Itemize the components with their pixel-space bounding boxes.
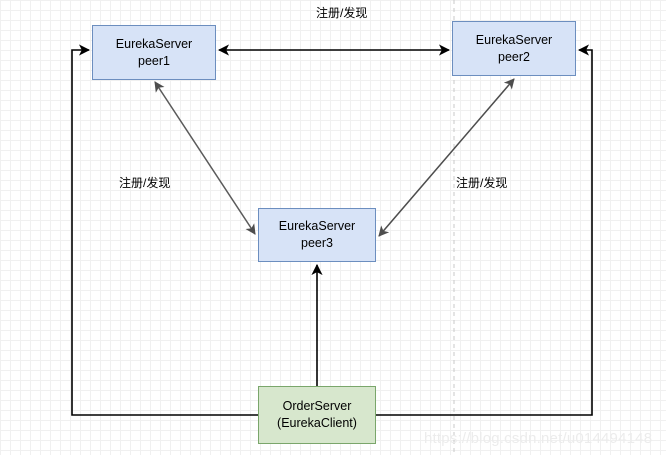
- edge-label-top: 注册/发现: [316, 6, 368, 20]
- edge-peer1-peer3: [154, 81, 256, 235]
- edge-orderserver-peer2: [376, 44, 593, 416]
- node-order-server[interactable]: OrderServer (EurekaClient): [258, 386, 376, 444]
- node-peer1-line1: EurekaServer: [115, 36, 193, 51]
- node-peer2-line1: EurekaServer: [475, 32, 553, 47]
- node-eureka-server-peer3[interactable]: EurekaServer peer3: [258, 208, 376, 262]
- node-peer2-line2: peer2: [498, 49, 530, 64]
- node-peer3-line1: EurekaServer: [278, 219, 356, 233]
- edge-label-right: 注册/发现: [456, 176, 508, 190]
- node-orderserver-line1: OrderServer: [282, 399, 352, 413]
- node-eureka-server-peer2[interactable]: EurekaServer peer2: [452, 21, 576, 76]
- node-peer1-line2: peer1: [138, 53, 170, 68]
- node-orderserver-line2: (EurekaClient): [277, 416, 357, 430]
- node-peer3-line2: peer3: [301, 236, 333, 250]
- edge-peer2-peer3: [378, 78, 515, 237]
- edge-orderserver-peer1: [71, 44, 258, 416]
- node-eureka-server-peer1[interactable]: EurekaServer peer1: [92, 25, 216, 80]
- edge-label-left: 注册/发现: [119, 176, 171, 190]
